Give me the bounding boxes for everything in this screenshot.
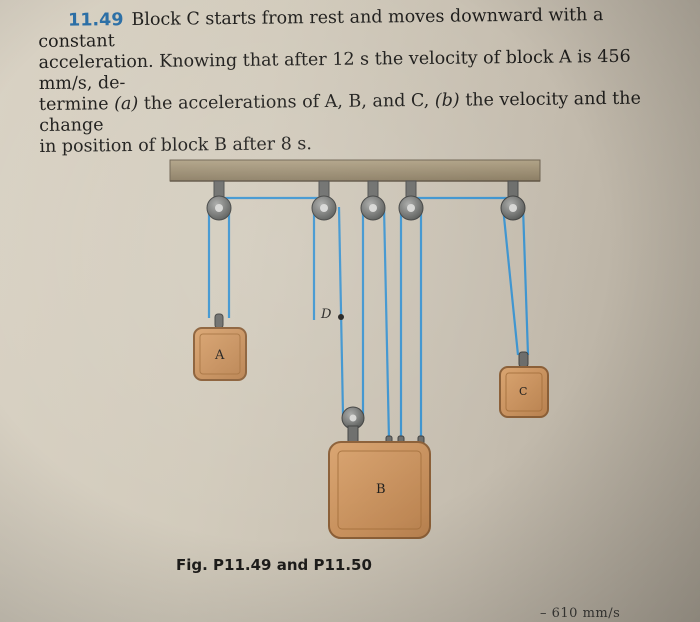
label-b: B xyxy=(376,482,386,497)
label-c: C xyxy=(519,385,528,398)
block-c xyxy=(499,351,549,418)
fixed-pulleys xyxy=(206,195,526,221)
label-d: D xyxy=(321,307,332,322)
ceiling-beam xyxy=(169,159,541,182)
point-d xyxy=(338,314,344,320)
block-a xyxy=(193,313,247,381)
movable-pulley-b xyxy=(341,406,425,445)
cables xyxy=(207,196,530,441)
figure-caption: Fig. P11.49 and P11.50 xyxy=(176,556,372,574)
block-b xyxy=(328,441,431,539)
label-a: A xyxy=(215,348,225,363)
cut-off-answer-text: – 610 mm/s xyxy=(540,606,621,621)
pulley-hangers xyxy=(213,180,519,206)
